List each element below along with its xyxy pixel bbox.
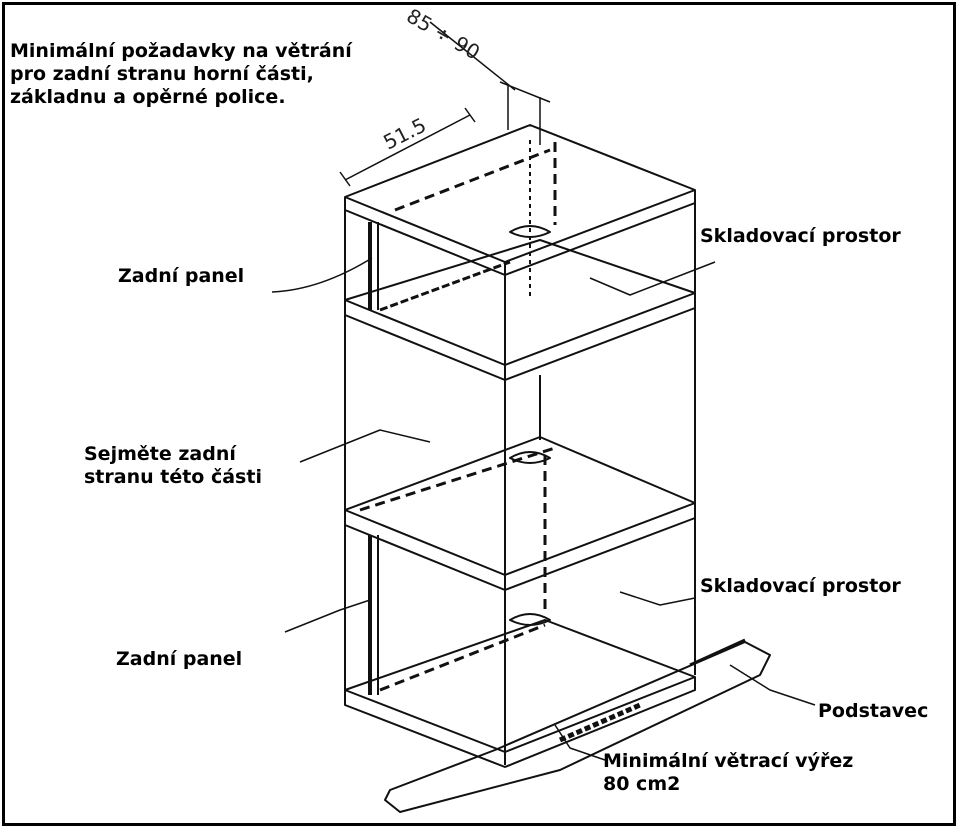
label-min-cutout: Minimální větrací výřez 80 cm2: [603, 750, 853, 796]
leader-storage-upper: [589, 261, 716, 296]
upper-shelf: [344, 239, 696, 381]
leader-remove-back: [299, 429, 431, 463]
label-storage-upper: Skladovací prostor: [700, 225, 901, 247]
label-remove-back: Sejměte zadní stranu této části: [84, 443, 262, 489]
cabinet-edges: [344, 140, 696, 765]
rear-panel-lower: [368, 455, 547, 695]
label-line: Sejměte zadní: [84, 443, 236, 465]
label-ventilation-requirements: Minimální požadavky na větrání pro zadní…: [10, 40, 352, 109]
label-line: pro zadní stranu horní části,: [10, 63, 314, 85]
dimension-gap-text: 85 ÷ 90: [403, 4, 485, 65]
label-line: 80 cm2: [603, 773, 681, 795]
label-rear-panel-upper: Zadní panel: [118, 265, 245, 287]
leader-rear-panel-upper: [271, 257, 373, 293]
label-rear-panel-lower: Zadní panel: [116, 648, 243, 670]
label-line: základnu a opěrné police.: [10, 86, 286, 108]
label-line: Minimální větrací výřez: [603, 750, 854, 772]
dimension-gap: [429, 21, 551, 145]
plinth: [384, 638, 771, 813]
label-line: stranu této části: [84, 466, 262, 488]
leader-lines: [271, 257, 816, 761]
label-storage-lower: Skladovací prostor: [700, 575, 901, 597]
label-plinth: Podstavec: [818, 700, 929, 722]
dimension-depth: [339, 107, 476, 187]
label-line: Minimální požadavky na větrání: [10, 40, 352, 62]
leader-plinth: [729, 664, 816, 706]
middle-shelf: [344, 436, 696, 591]
leader-rear-panel-lower: [284, 599, 371, 633]
rear-panel-upper: [368, 142, 557, 312]
bottom-plate: [344, 613, 696, 768]
leader-min-cutout: [554, 724, 606, 761]
leader-storage-lower: [619, 591, 696, 606]
